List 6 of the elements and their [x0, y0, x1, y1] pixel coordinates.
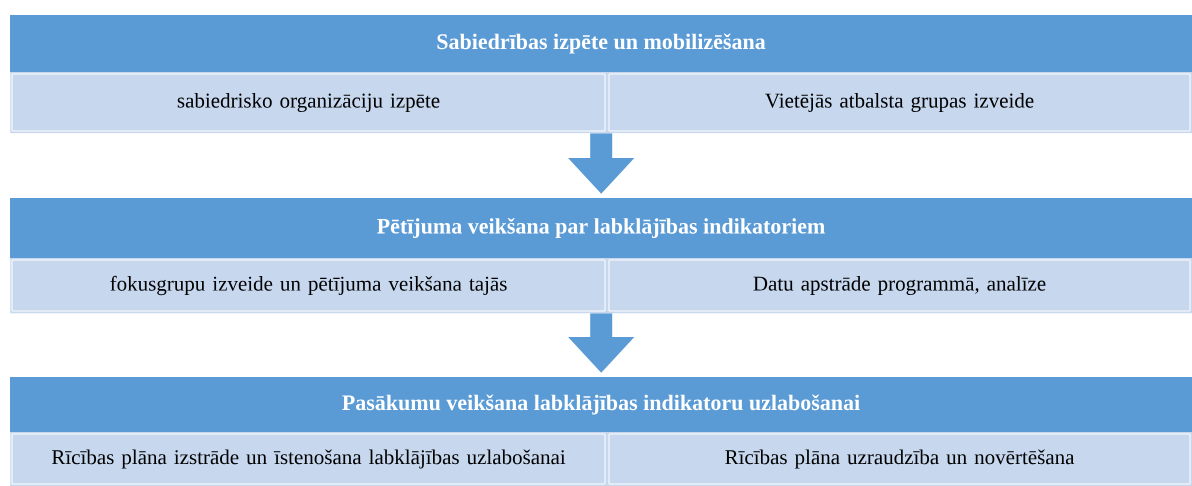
task-cell: fokusgrupu izveide un pētījuma veikšana tajās	[11, 259, 606, 312]
task-cell: Vietējās atbalsta grupas izveide	[608, 73, 1191, 132]
task-cell: sabiedrisko organizāciju izpēte	[11, 73, 606, 132]
task-cell: Rīcības plāna izstrāde un īstenošana labklājības uzlabošanai	[11, 433, 606, 485]
task-cell: Datu apstrāde programmā, analīze	[608, 259, 1191, 312]
task-cell: Rīcības plāna uzraudzība un novērtēšana	[608, 433, 1191, 485]
